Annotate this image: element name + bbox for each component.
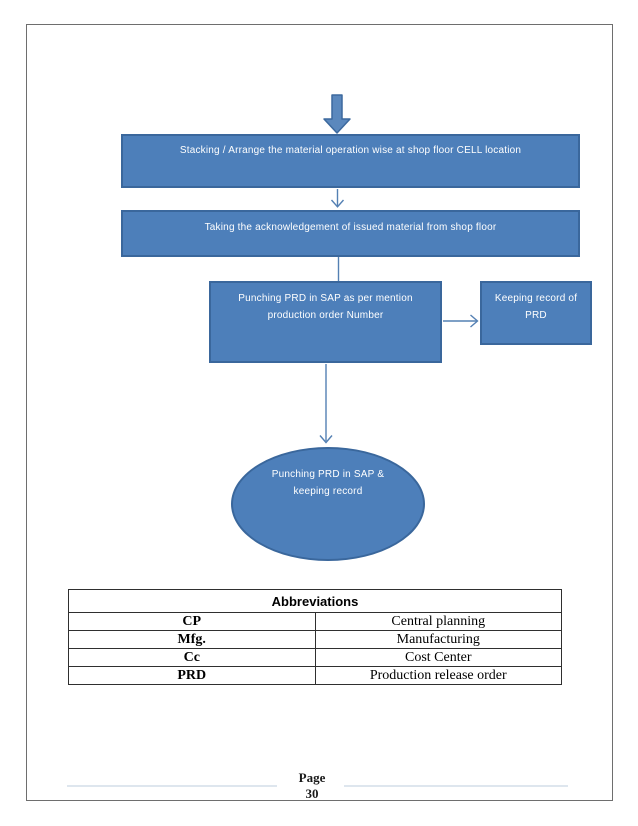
ellipse-line2: keeping record (293, 486, 363, 497)
table-row: Mfg. Manufacturing (68, 630, 562, 649)
meaning-cell: Production release order (314, 666, 562, 685)
flowchart-box-punching-prd: Punching PRD in SAP as per mention produ… (209, 281, 442, 363)
ellipse-line1: Punching PRD in SAP & (271, 469, 385, 480)
page-footer: Page 30 (250, 770, 374, 801)
table-row: PRD Production release order (68, 666, 562, 685)
box-punching-line2: production order Number (267, 310, 384, 321)
abbr-cell: PRD (68, 666, 316, 685)
footer-rule-left (67, 785, 277, 787)
table-header-row: Abbreviations (68, 589, 562, 613)
page-border (26, 24, 613, 801)
table-row: Cc Cost Center (68, 648, 562, 667)
abbr-cell: CP (68, 612, 316, 631)
footer-rule-right (344, 785, 568, 787)
abbreviations-title: Abbreviations (68, 589, 562, 613)
page-number: 30 (305, 786, 319, 801)
flowchart-box-stacking: Stacking / Arrange the material operatio… (121, 134, 580, 188)
flowchart-ellipse-terminal: Punching PRD in SAP & keeping record (231, 447, 425, 561)
page-label: Page (298, 770, 326, 785)
table-row: CP Central planning (68, 612, 562, 631)
meaning-cell: Manufacturing (314, 630, 562, 649)
box-keeping-line1: Keeping record of (494, 293, 578, 304)
flowchart-box-acknowledgement: Taking the acknowledgement of issued mat… (121, 210, 580, 257)
meaning-cell: Central planning (314, 612, 562, 631)
abbr-cell: Cc (68, 648, 316, 667)
box-keeping-line2: PRD (525, 310, 547, 321)
box-stacking-label: Stacking / Arrange the material operatio… (179, 145, 522, 156)
flowchart-box-keeping-record: Keeping record of PRD (480, 281, 592, 345)
box-punching-line1: Punching PRD in SAP as per mention (238, 293, 413, 304)
meaning-cell: Cost Center (314, 648, 562, 667)
box-acknowledgement-label: Taking the acknowledgement of issued mat… (204, 222, 497, 233)
abbr-cell: Mfg. (68, 630, 316, 649)
abbreviations-table: Abbreviations CP Central planning Mfg. M… (68, 589, 562, 685)
